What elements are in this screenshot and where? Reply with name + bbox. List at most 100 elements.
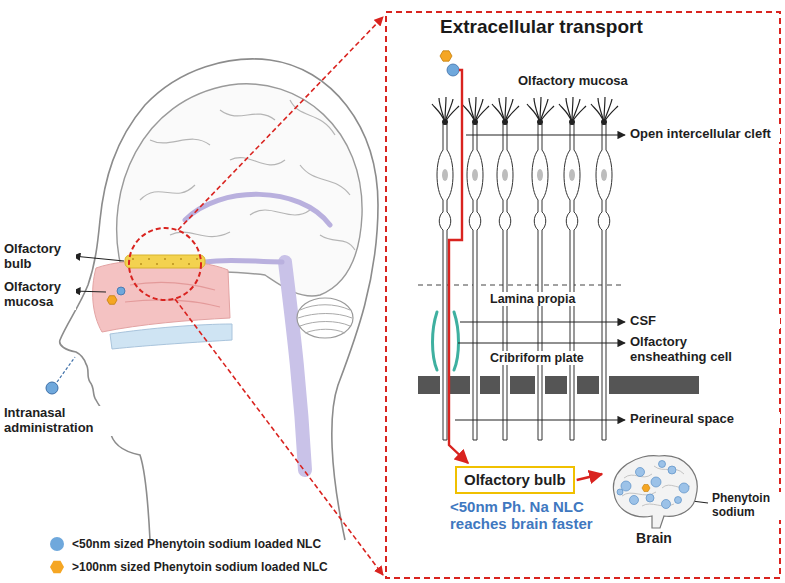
- brain-illustration: [642, 485, 650, 492]
- cerebellum: [297, 298, 353, 338]
- cribriform-plate: [609, 376, 699, 394]
- cribriform-plate: [545, 376, 567, 394]
- nlc-particles: [107, 287, 125, 304]
- leader-line: [73, 256, 124, 261]
- zoom-circle: [129, 228, 201, 300]
- bulb-dots: [180, 258, 182, 260]
- olfactory-bulb-region: [125, 255, 205, 268]
- brain-gyri: [170, 232, 230, 237]
- part-label: Olfactory mucosa: [4, 280, 76, 310]
- brain-gyri: [320, 235, 355, 250]
- leader-line: [458, 342, 625, 343]
- cribriform-plate: [577, 376, 599, 394]
- brain-gyri: [150, 139, 210, 145]
- part-label: Open intercellular cleft: [630, 127, 780, 142]
- head-outline: [60, 59, 378, 540]
- brain-illustration: [662, 500, 671, 509]
- administration-path: [57, 357, 75, 382]
- brain-node: Brain: [604, 448, 704, 547]
- part-label: <50nm Ph. Na NLC reaches brain faster: [450, 498, 618, 533]
- cribriform-plate: [480, 376, 500, 394]
- legend-row: >100nm sized Phenytoin sodium loaded NLC: [50, 560, 328, 574]
- part-label: CSF: [630, 314, 780, 329]
- leader-line: [455, 419, 625, 420]
- palate: [110, 324, 232, 349]
- brain-illustration: [675, 497, 682, 504]
- brain-illustration: [604, 448, 704, 530]
- brain-outline: [117, 84, 362, 296]
- brain-illustration: [646, 494, 654, 502]
- cerebellum: [300, 322, 350, 327]
- box-label: Olfactory bulb: [464, 471, 566, 489]
- brain-gyri: [300, 165, 350, 195]
- part-label: Cribriform plate: [488, 351, 586, 365]
- leader-line: [73, 291, 106, 292]
- nlc-particle: [46, 382, 58, 394]
- legend-text: <50nm sized Phenytoin sodium loaded NLC: [72, 537, 321, 551]
- cribriform-plate: [418, 376, 699, 394]
- brain-illustration: [613, 456, 697, 528]
- cribriform-plate: [418, 376, 440, 394]
- olfactory-tract: [205, 260, 282, 262]
- bulb-dots: [188, 263, 190, 265]
- organ-label: Brain: [604, 530, 704, 547]
- part-label: Olfactory ensheathing cell: [630, 335, 750, 365]
- brain-illustration: [617, 489, 623, 495]
- corpus-callosum: [185, 194, 330, 225]
- ensheathing-cell: [433, 312, 438, 370]
- cerebellum: [300, 305, 350, 310]
- brain-gyri: [220, 110, 275, 120]
- nlc-particles: [117, 287, 125, 295]
- leader-line: [460, 321, 625, 322]
- olfactory-neurons: [432, 97, 618, 440]
- bulb-dots: [148, 258, 150, 260]
- brain-illustration: [654, 466, 684, 474]
- legend-row: <50nm sized Phenytoin sodium loaded NLC: [50, 537, 321, 551]
- cerebellum: [305, 329, 345, 333]
- part-label: Intranasal administration: [4, 406, 116, 436]
- brain-illustration: [636, 468, 645, 477]
- nlc-particles: [107, 296, 117, 305]
- part-label: Olfactory bulb: [4, 242, 76, 272]
- bulb-dots: [164, 258, 166, 260]
- nlc-particle: [447, 64, 459, 76]
- brain-illustration: [659, 461, 666, 468]
- bulb-dots: [132, 258, 198, 265]
- cerebellum: [298, 314, 352, 319]
- ensheathing-cell: [454, 312, 459, 370]
- brain-illustration: [621, 481, 631, 491]
- nasal-conchae: [130, 283, 215, 290]
- leader-line: [466, 134, 625, 135]
- brain-illustration: [668, 466, 676, 474]
- nasal-cavity: [93, 260, 230, 332]
- panel-title: Extracellular transport: [440, 16, 643, 38]
- cribriform-plate: [510, 376, 535, 394]
- part-label: Phenytoin sodium: [712, 492, 782, 520]
- brain-gyri: [140, 185, 195, 200]
- bulb-dots: [172, 263, 174, 265]
- cribriform-plate: [450, 376, 470, 394]
- brain-gyri: [250, 210, 310, 215]
- legend-swatch: [50, 560, 64, 574]
- brain-gyri: [290, 100, 335, 135]
- bulb-dots: [140, 263, 142, 265]
- brain-gyri: [230, 158, 285, 165]
- nlc-particle: [440, 51, 452, 61]
- zoom-line: [175, 299, 383, 575]
- part-label: Perineural space: [630, 412, 780, 427]
- bulb-dots: [156, 263, 158, 265]
- head-illustration: [46, 17, 383, 575]
- legend-text: >100nm sized Phenytoin sodium loaded NLC: [72, 560, 328, 574]
- ensheathing-cell: [433, 312, 459, 370]
- part-label: Lamina propia: [488, 292, 577, 306]
- brain-illustration: [651, 477, 661, 487]
- cerebellum: [298, 305, 352, 333]
- transport-route: [449, 70, 468, 463]
- nasal-conchae: [125, 283, 220, 307]
- brainstem: [285, 262, 305, 470]
- brain-illustration: [630, 496, 639, 505]
- bulb-dots: [132, 258, 134, 260]
- zoom-line: [178, 17, 383, 230]
- cerebellum: [297, 298, 353, 338]
